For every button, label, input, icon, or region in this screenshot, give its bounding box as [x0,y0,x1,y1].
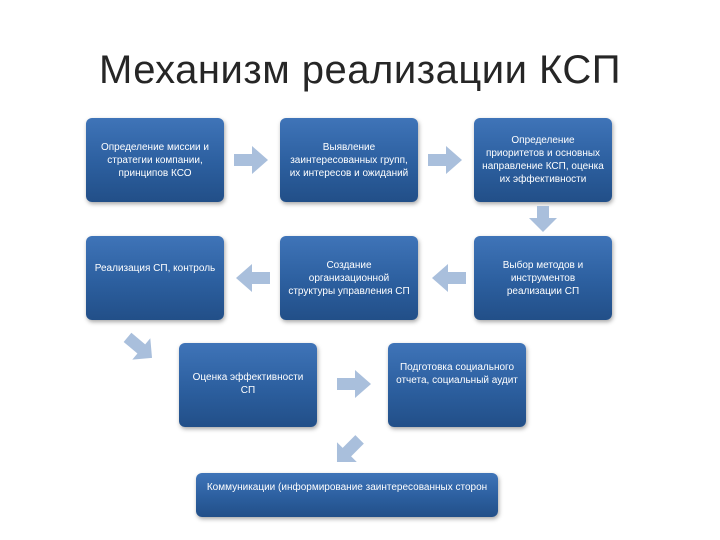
step-label: Определение миссии и стратегии компании,… [100,141,209,179]
step-label: Выбор методов и инструментов реализации … [502,259,584,297]
step-label: Подготовка социального отчета, социальны… [396,362,518,386]
step-implementation: Реализация СП, контроль [86,236,224,320]
arrow-right-icon [234,146,268,174]
arrow-left-icon [236,264,270,292]
arrow-diagonal-down-left-icon [332,432,366,468]
step-label: Коммуникации (информирование заинтересов… [206,482,488,493]
diagram-title: Механизм реализации КСП [98,48,622,92]
step-label: Определение приоритетов и основных напра… [482,135,604,185]
step-label: Реализация СП, контроль [94,263,216,274]
step-label: Оценка эффективности СП [192,372,304,396]
step-label: Выявление заинтересованных групп, их инт… [289,141,409,179]
step-stakeholders: Выявление заинтересованных групп, их инт… [280,118,418,202]
arrow-left-icon [432,264,466,292]
step-evaluation: Оценка эффективности СП [179,343,317,427]
step-communications: Коммуникации (информирование заинтересов… [196,473,498,517]
arrow-right-icon [428,146,462,174]
step-methods: Выбор методов и инструментов реализации … [474,236,612,320]
arrow-diagonal-down-right-icon [122,330,156,364]
step-label: Создание организационной структуры управ… [288,259,410,297]
arrow-down-icon [529,206,557,232]
step-org-structure: Создание организационной структуры управ… [280,236,418,320]
step-priorities: Определение приоритетов и основных напра… [474,118,612,202]
step-mission-strategy: Определение миссии и стратегии компании,… [86,118,224,202]
arrow-right-icon [337,370,371,398]
step-social-report: Подготовка социального отчета, социальны… [388,343,526,427]
